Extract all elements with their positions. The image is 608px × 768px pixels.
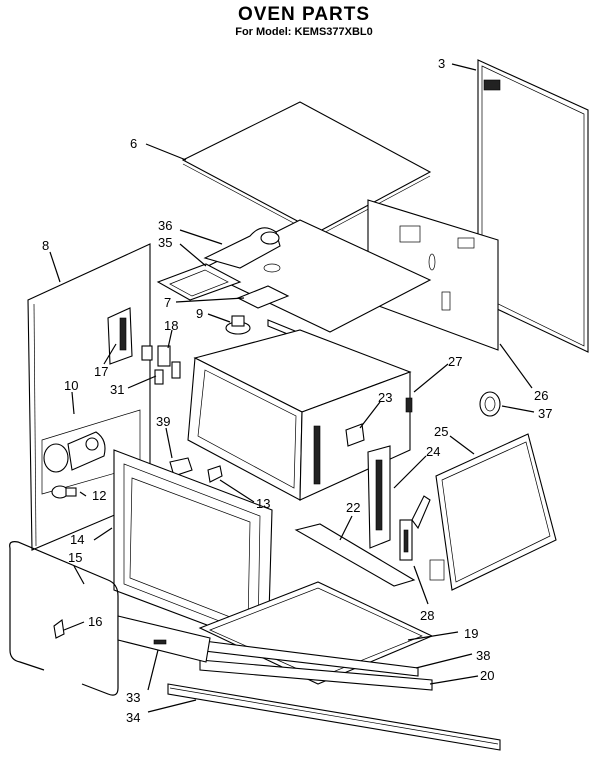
callout-27: 27 — [448, 354, 462, 369]
part-switch-bracket — [107, 307, 133, 365]
callout-34: 34 — [126, 710, 140, 725]
part-grommet — [479, 391, 501, 417]
part-gasket-clip — [53, 619, 65, 639]
callout-15: 15 — [68, 550, 82, 565]
callout-12: 12 — [92, 488, 106, 503]
part-top-panel — [181, 101, 432, 237]
callout-16: 16 — [88, 614, 102, 629]
callout-6: 6 — [130, 136, 137, 151]
callout-22: 22 — [346, 500, 360, 515]
part-bracket — [236, 285, 290, 309]
part-bulb — [51, 485, 77, 499]
part-label-plate — [345, 423, 365, 447]
callout-31: 31 — [110, 382, 124, 397]
callout-13: 13 — [256, 496, 270, 511]
callout-33: 33 — [126, 690, 140, 705]
callout-10: 10 — [64, 378, 78, 393]
part-light-socket — [43, 431, 106, 473]
callout-7: 7 — [164, 295, 171, 310]
leader-lines — [49, 63, 535, 713]
part-duct-adapter — [156, 263, 242, 301]
callout-3: 3 — [438, 56, 445, 71]
callout-28: 28 — [420, 608, 434, 623]
part-vent-grille — [167, 683, 501, 751]
part-door-side-panel — [429, 433, 557, 591]
callout-18: 18 — [164, 318, 178, 333]
callout-25: 25 — [434, 424, 448, 439]
part-rear-panel — [477, 59, 589, 353]
callout-14: 14 — [70, 532, 84, 547]
part-front-frame — [113, 449, 273, 649]
callout-numbers: 3 6 36 35 8 7 9 18 17 31 10 27 26 37 23 … — [42, 56, 552, 725]
callout-38: 38 — [476, 648, 490, 663]
part-vent-duct — [203, 227, 281, 269]
callout-20: 20 — [480, 668, 494, 683]
page-title: OVEN PARTS — [237, 4, 371, 25]
part-trim-strip — [199, 659, 433, 691]
part-door-gasket — [9, 541, 119, 696]
part-switches — [141, 345, 181, 385]
callout-23: 23 — [378, 390, 392, 405]
part-kick-plate — [117, 615, 211, 663]
callout-24: 24 — [426, 444, 440, 459]
part-fastener — [207, 465, 223, 483]
callout-39: 39 — [156, 414, 170, 429]
callout-8: 8 — [42, 238, 49, 253]
model-subtitle: For Model: KEMS377XBL0 — [235, 26, 373, 38]
callout-35: 35 — [158, 235, 172, 250]
callout-36: 36 — [158, 218, 172, 233]
part-rail — [294, 523, 416, 587]
callout-19: 19 — [464, 626, 478, 641]
part-hinge-bracket — [367, 445, 391, 549]
callout-17: 17 — [94, 364, 108, 379]
callout-26: 26 — [534, 388, 548, 403]
callout-37: 37 — [538, 406, 552, 421]
part-sensor — [225, 315, 251, 335]
part-hinge — [399, 495, 431, 561]
part-clip — [169, 457, 193, 477]
callout-9: 9 — [196, 306, 203, 321]
